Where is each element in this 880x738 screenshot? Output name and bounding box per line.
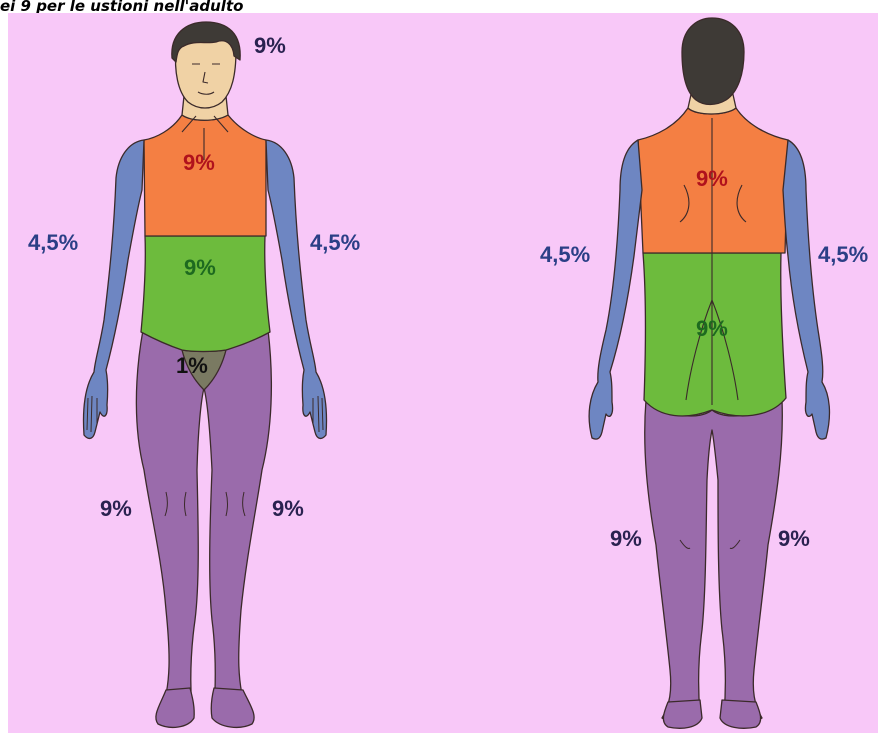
back-lower-label: 9% [696, 316, 728, 341]
back-right-leg-label: 9% [778, 526, 810, 551]
front-left-arm-label: 4,5% [28, 230, 78, 255]
back-right-arm-label: 4,5% [818, 242, 868, 267]
front-right-leg-label: 9% [272, 496, 304, 521]
front-abdomen-label: 9% [184, 255, 216, 280]
front-abdomen-region [141, 236, 270, 352]
front-left-leg-label: 9% [100, 496, 132, 521]
front-chest-region [144, 115, 266, 236]
back-upper-label: 9% [696, 166, 728, 191]
back-head-region [682, 18, 744, 105]
back-left-foot [663, 700, 702, 728]
front-genital-label: 1% [176, 353, 208, 378]
back-left-leg-label: 9% [610, 526, 642, 551]
back-right-foot [720, 700, 761, 728]
front-chest-label: 9% [183, 150, 215, 175]
back-left-arm-label: 4,5% [540, 242, 590, 267]
front-right-arm-label: 4,5% [310, 230, 360, 255]
front-head-label: 9% [254, 33, 286, 58]
